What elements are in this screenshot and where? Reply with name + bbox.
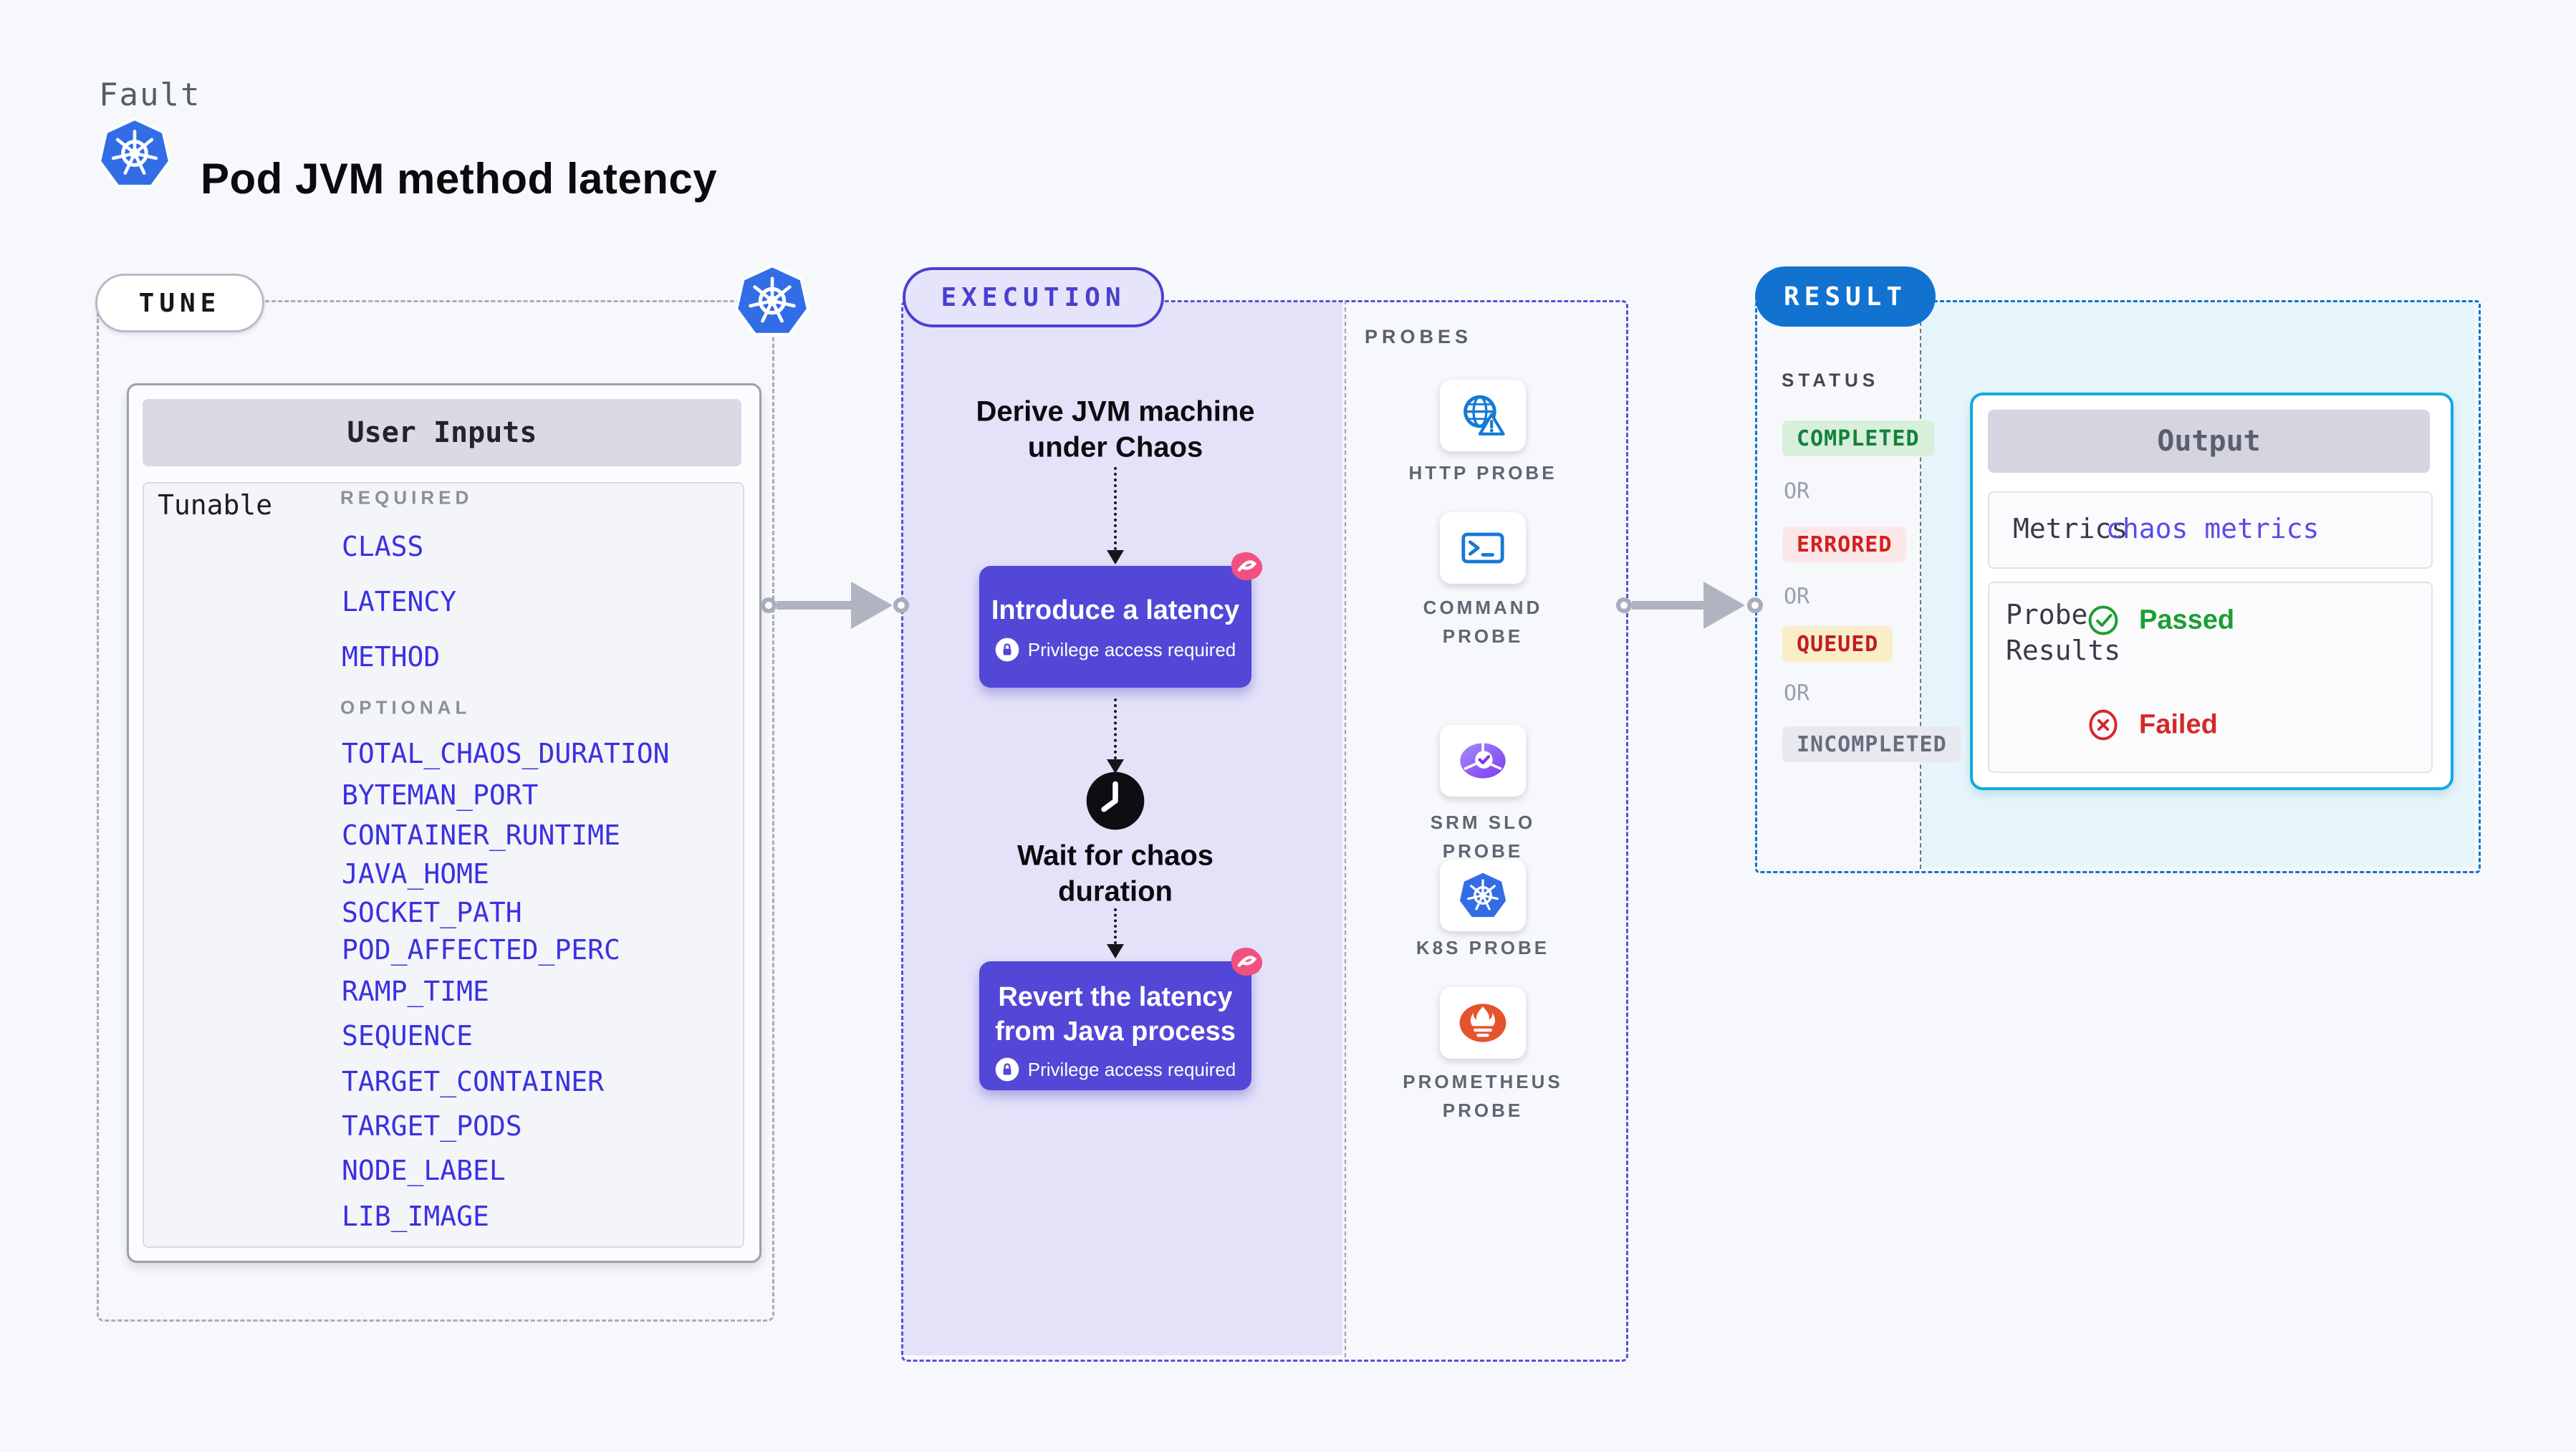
privilege-label: Privilege access required: [1027, 1058, 1236, 1080]
status-badge-incompleted: INCOMPLETED: [1782, 726, 1961, 762]
flow-arrow-2: [1114, 698, 1117, 759]
connector-end-dot: [1747, 597, 1763, 613]
prometheus-flame-icon: [1457, 997, 1509, 1049]
flow-arrow-2-head-icon: [1107, 759, 1124, 774]
required-group-label: REQUIRED: [340, 486, 474, 509]
probe-label-k8s: K8S PROBE: [1416, 937, 1550, 958]
probe-label-command: COMMAND PROBE: [1423, 597, 1543, 647]
probe-tile-command: [1440, 512, 1526, 584]
globe-warning-icon: [1458, 391, 1507, 440]
result-section-box: [1755, 300, 2481, 873]
connector-shaft: [1632, 601, 1703, 610]
execution-panel-fill: [903, 302, 1342, 1355]
derive-step-line2: under Chaos: [1027, 431, 1203, 463]
status-heading: STATUS: [1782, 369, 1880, 391]
tunable-item-socket-path[interactable]: SOCKET_PATH: [342, 897, 522, 928]
connector-shaft: [777, 601, 851, 610]
introduce-latency-node: Introduce a latency Privilege access req…: [979, 566, 1251, 688]
connector-start-dot: [761, 597, 777, 613]
tune-badge: TUNE: [95, 274, 264, 332]
revert-latency-line1: Revert the latency: [998, 982, 1233, 1012]
slo-pie-check-icon: [1457, 735, 1509, 787]
kubernetes-corner-icon: [735, 264, 809, 338]
lock-icon: [995, 1057, 1019, 1082]
metrics-row: [1988, 491, 2433, 569]
probe-label-prometheus: PROMETHEUS PROBE: [1403, 1071, 1563, 1121]
probe-label-srm-slo: SRM SLO PROBE: [1430, 812, 1536, 862]
result-badge: RESULT: [1755, 266, 1936, 327]
probe-tile-srm-slo: [1440, 725, 1526, 797]
page-title: Pod JVM method latency: [201, 155, 718, 203]
tunable-item-node-label[interactable]: NODE_LABEL: [342, 1155, 506, 1186]
tunable-item-total-chaos-duration[interactable]: TOTAL_CHAOS_DURATION: [342, 738, 670, 769]
tunable-item-sequence[interactable]: SEQUENCE: [342, 1020, 474, 1052]
clock-icon: [1085, 771, 1145, 831]
flow-arrow-3: [1114, 908, 1117, 944]
probe-label-http: HTTP PROBE: [1408, 462, 1557, 484]
connector-arrowhead-icon: [851, 582, 893, 629]
status-badge-completed: COMPLETED: [1782, 420, 1934, 456]
or-label: OR: [1784, 479, 1810, 504]
flow-arrow-1-head-icon: [1107, 550, 1124, 564]
passed-label: Passed: [2139, 605, 2235, 635]
probes-heading: PROBES: [1365, 326, 1473, 347]
probes-divider: [1345, 300, 1346, 1357]
user-inputs-header: User Inputs: [143, 399, 741, 466]
probe-tile-http: [1440, 380, 1526, 451]
execution-badge: EXECUTION: [903, 267, 1164, 327]
tunable-item-latency[interactable]: LATENCY: [342, 586, 457, 617]
connector-start-dot: [1616, 597, 1632, 613]
kubernetes-icon: [1458, 870, 1508, 920]
output-header: Output: [1988, 410, 2430, 473]
tunable-item-byteman-port[interactable]: BYTEMAN_PORT: [342, 779, 539, 811]
wait-step-line1: Wait for chaos: [1017, 840, 1214, 872]
tune-section-box: [97, 300, 774, 1322]
tunable-item-container-runtime[interactable]: CONTAINER_RUNTIME: [342, 819, 620, 851]
tunable-item-pod-affected-perc[interactable]: POD_AFFECTED_PERC: [342, 934, 620, 966]
revert-latency-node: Revert the latency from Java process Pri…: [979, 961, 1251, 1090]
failed-label: Failed: [2139, 709, 2218, 740]
status-badge-queued: QUEUED: [1782, 626, 1893, 662]
metrics-value: chaos metrics: [2106, 513, 2320, 544]
probe-tile-prometheus: [1440, 987, 1526, 1059]
tunable-item-lib-image[interactable]: LIB_IMAGE: [342, 1201, 489, 1232]
probe-tile-k8s: [1440, 860, 1526, 931]
failed-x-icon: [2087, 709, 2119, 741]
terminal-icon: [1458, 524, 1507, 572]
tunable-item-method[interactable]: METHOD: [342, 641, 441, 673]
or-label: OR: [1784, 584, 1810, 610]
derive-step-line1: Derive JVM machine: [976, 395, 1255, 428]
tunables-list-box: [143, 482, 744, 1248]
probe-results-line1: Probe: [2006, 599, 2088, 630]
tunable-item-class[interactable]: CLASS: [342, 531, 424, 562]
introduce-latency-label: Introduce a latency: [991, 595, 1240, 625]
flow-arrow-3-head-icon: [1107, 944, 1124, 958]
kubernetes-logo-icon: [98, 117, 171, 190]
probe-results-line2: Results: [2006, 635, 2121, 666]
tunable-label: Tunable: [158, 489, 273, 521]
probe-results-row: [1988, 582, 2433, 773]
lock-icon: [995, 638, 1019, 662]
execution-section-box: [901, 300, 1628, 1362]
optional-group-label: OPTIONAL: [340, 696, 471, 718]
fault-kind-label: Fault: [99, 77, 201, 113]
revert-latency-line2: from Java process: [995, 1016, 1236, 1047]
connector-end-dot: [893, 597, 909, 613]
tunable-item-target-container[interactable]: TARGET_CONTAINER: [342, 1066, 605, 1097]
connector-arrowhead-icon: [1703, 582, 1745, 629]
metrics-label: Metrics: [2013, 513, 2128, 544]
result-divider: [1920, 300, 1921, 869]
flow-arrow-1: [1114, 467, 1117, 550]
privilege-label: Privilege access required: [1027, 638, 1236, 660]
tunable-item-ramp-time[interactable]: RAMP_TIME: [342, 976, 489, 1007]
tunable-item-target-pods[interactable]: TARGET_PODS: [342, 1110, 522, 1142]
passed-check-icon: [2087, 605, 2119, 636]
tunable-item-java-home[interactable]: JAVA_HOME: [342, 858, 489, 890]
wait-step-line2: duration: [1058, 875, 1173, 908]
or-label: OR: [1784, 681, 1810, 706]
status-badge-errored: ERRORED: [1782, 527, 1907, 562]
